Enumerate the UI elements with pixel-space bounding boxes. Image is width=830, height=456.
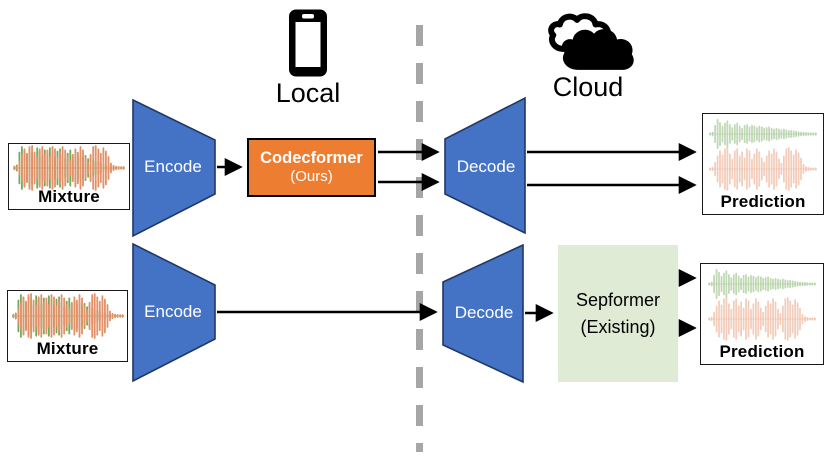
sepformer-box: Sepformer (Existing) [558,245,678,382]
mixture-waveform-bottom [12,293,124,339]
mixture-label-top: Mixture [38,187,100,206]
prediction-label-bottom: Prediction [719,342,805,361]
sepformer-title: Sepformer [575,289,661,310]
prediction-waveform-orange-bottom [708,297,816,341]
prediction-waveform-green-top [709,118,817,150]
mixture-waveform-top [13,145,125,191]
smartphone-icon [289,9,327,77]
local-region-label: Local [275,78,341,108]
cloud-region-label: Cloud [552,72,624,102]
mixture-box-bottom: Mixture [7,290,128,362]
decoder-trapezoid-top [444,96,526,235]
prediction-label-top: Prediction [720,192,806,211]
decode-label-top: Decode [456,157,516,176]
encode-label-top: Encode [144,157,202,176]
cloud-icon [551,16,634,70]
prediction-box-bottom: Prediction [700,263,824,365]
flow-arrows [217,143,697,337]
encode-label-bottom: Encode [144,302,202,321]
encoder-trapezoid-top [132,98,216,238]
codecformer-box: Codecformer (Ours) [247,138,376,197]
codecformer-title: Codecformer [260,149,363,168]
decode-label-bottom: Decode [454,303,514,322]
sepformer-subtitle: (Existing) [580,316,656,337]
mixture-box-top: Mixture [8,143,130,210]
prediction-waveform-orange-top [709,147,817,191]
decoder-trapezoid-bottom [442,243,524,384]
mixture-label-bottom: Mixture [36,339,99,358]
encoder-trapezoid-bottom [132,242,216,383]
codecformer-subtitle: (Ours) [290,167,333,185]
prediction-waveform-green-bottom [708,268,816,300]
prediction-box-top: Prediction [702,113,824,215]
